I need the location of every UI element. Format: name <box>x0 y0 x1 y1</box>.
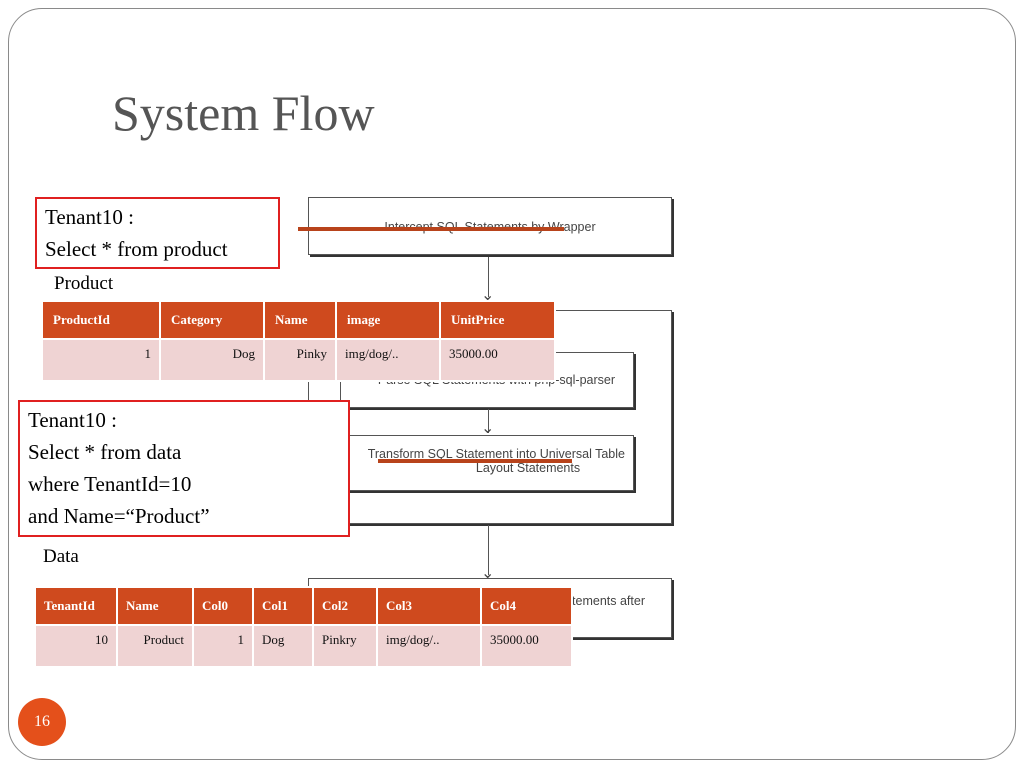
column-header: image <box>337 302 439 338</box>
slide-frame <box>8 8 1016 760</box>
flow-step-transform-text-2: Layout Statements <box>475 461 581 475</box>
table-cell: Dog <box>254 626 312 666</box>
table-cell: Dog <box>161 340 263 380</box>
arrow-down-icon: ⌄ <box>481 563 495 582</box>
callout-line: and Name=“Product” <box>28 504 210 528</box>
strike-line <box>298 227 564 231</box>
product-table-label: Product <box>54 273 114 294</box>
table-row: 10 Product 1 Dog Pinkry img/dog/.. 35000… <box>36 626 571 666</box>
table-cell: img/dog/.. <box>378 626 480 666</box>
table-header-row: TenantId Name Col0 Col1 Col2 Col3 Col4 <box>36 588 571 624</box>
column-header: Col2 <box>314 588 376 624</box>
column-header: Col1 <box>254 588 312 624</box>
table-cell: img/dog/.. <box>337 340 439 380</box>
table-cell: Pinkry <box>314 626 376 666</box>
callout-line: Select * from product <box>45 237 228 261</box>
flow-connector <box>488 525 489 575</box>
product-table: ProductId Category Name image UnitPrice … <box>41 300 556 382</box>
column-header: Category <box>161 302 263 338</box>
callout-line: where TenantId=10 <box>28 472 192 496</box>
table-cell: 35000.00 <box>441 340 554 380</box>
column-header: ProductId <box>43 302 159 338</box>
data-table-label: Data <box>43 546 79 567</box>
flow-step-intercept: Intercept SQL Statements by Wrapper <box>308 197 672 255</box>
callout-line: Tenant10 : <box>45 205 134 229</box>
column-header: Name <box>265 302 335 338</box>
callout-line: Tenant10 : <box>28 408 117 432</box>
arrow-down-icon: ⌄ <box>481 285 495 304</box>
arrow-down-icon: ⌄ <box>481 418 495 437</box>
table-cell: 1 <box>43 340 159 380</box>
page-number-badge: 16 <box>18 698 66 746</box>
callout-line: Select * from data <box>28 440 182 464</box>
flow-connector <box>488 409 489 433</box>
table-cell: 35000.00 <box>482 626 571 666</box>
column-header: TenantId <box>36 588 116 624</box>
flow-step-transform: Transform SQL Statement into Universal T… <box>340 435 634 491</box>
strike-line <box>378 459 572 463</box>
table-cell: 10 <box>36 626 116 666</box>
column-header: UnitPrice <box>441 302 554 338</box>
flow-connector <box>488 257 489 297</box>
sql-callout-product: Tenant10 : Select * from product <box>35 197 280 269</box>
sql-callout-data: Tenant10 : Select * from data where Tena… <box>18 400 350 537</box>
column-header: Col4 <box>482 588 571 624</box>
column-header: Name <box>118 588 192 624</box>
table-row: 1 Dog Pinky img/dog/.. 35000.00 <box>43 340 554 380</box>
table-cell: Pinky <box>265 340 335 380</box>
table-header-row: ProductId Category Name image UnitPrice <box>43 302 554 338</box>
slide-title: System Flow <box>112 85 375 141</box>
table-cell: Product <box>118 626 192 666</box>
column-header: Col0 <box>194 588 252 624</box>
flow-step-transform-text: Transform SQL Statement into Universal T… <box>367 447 625 461</box>
table-cell: 1 <box>194 626 252 666</box>
column-header: Col3 <box>378 588 480 624</box>
data-table: TenantId Name Col0 Col1 Col2 Col3 Col4 1… <box>34 586 573 668</box>
